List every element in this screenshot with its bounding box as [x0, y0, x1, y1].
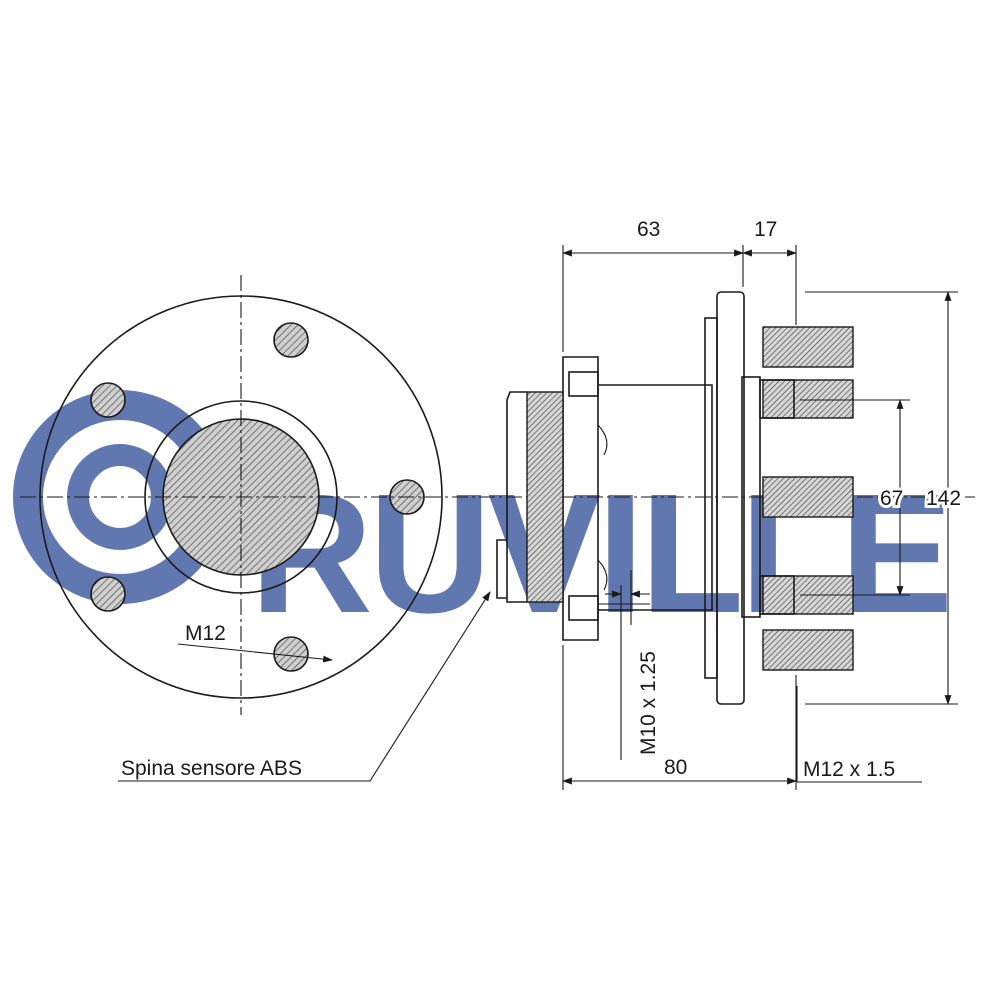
dim-80-label: 80: [664, 756, 687, 779]
stud-flange-cap-lower: [759, 575, 795, 615]
dim-17-label: 17: [754, 218, 777, 241]
dim-63-label: 63: [637, 218, 660, 241]
m10-thread-label: M10 x 1.25: [637, 651, 660, 755]
flange-hub-step: [704, 317, 718, 679]
housing-break-line-top: [597, 424, 608, 456]
wheel-stud-2: [762, 379, 854, 419]
rear-flange-slot-top: [568, 371, 599, 397]
m12-label: M12: [185, 622, 226, 645]
bolt-hole-top: [273, 322, 309, 358]
m12x15-label: M12 x 1.5: [803, 758, 895, 781]
wheel-stud-1: [762, 326, 854, 368]
abs-sensor-pin: [496, 539, 507, 599]
bearing-housing-body: [598, 384, 713, 611]
stud-flange-cap: [759, 379, 795, 419]
wheel-stud-3: [762, 476, 854, 518]
side-view: 63 17 142 67 80 M10 x 1.25 M12 x 1.5 Spi…: [118, 218, 964, 790]
rear-flange-slot-bottom: [568, 595, 599, 621]
m12-leader-line: [177, 643, 333, 663]
dim-67-label: 67: [880, 487, 903, 510]
abs-tone-ring-hatched: [526, 391, 564, 603]
bolt-hole-lower-left: [90, 576, 126, 612]
housing-break-line-bottom: [597, 559, 608, 591]
bolt-hole-upper-left: [90, 382, 126, 418]
wheel-stud-5: [762, 629, 854, 671]
dim-142-label: 142: [926, 487, 961, 510]
front-view: M12: [20, 275, 975, 715]
flange-boss-top: [741, 376, 761, 618]
abs-sensor-connector: [506, 391, 527, 603]
abs-sensor-label: Spina sensore ABS: [121, 757, 302, 780]
abs-sensor-leader-line: [118, 591, 491, 782]
